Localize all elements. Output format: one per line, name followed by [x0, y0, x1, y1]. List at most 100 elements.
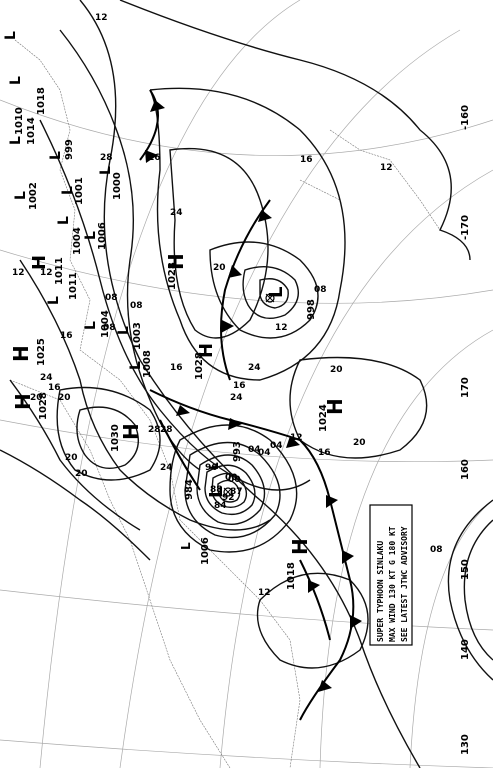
isobar-label: 20: [353, 438, 366, 448]
isobar-label: 20: [30, 393, 43, 403]
advisory-line: MAX WIND 130 KT G 180 KT: [388, 526, 397, 642]
pressure-value: 1011: [54, 257, 65, 285]
isobar-label: 12: [12, 268, 25, 278]
isobar-label: 28: [148, 425, 161, 435]
isobar-label: 16: [170, 363, 183, 373]
low-pressure-symbol: L: [8, 76, 24, 85]
pressure-value: 1018: [36, 87, 47, 115]
lon-label: 130: [460, 734, 471, 755]
pressure-value: 999: [64, 139, 75, 160]
isobar-labels: 12 16 20 24 28 08 04 00 96 92 88 84 87 1…: [12, 13, 443, 598]
high-pressure-symbol: H: [288, 538, 312, 555]
isobar-label: 16: [300, 155, 313, 165]
isobar-label: 16: [318, 448, 331, 458]
pressure-value: 1004: [100, 310, 111, 338]
isobar-label: 24: [170, 208, 183, 218]
low-pressure-symbol: L: [83, 321, 99, 330]
low-pressure-symbol: L: [83, 231, 99, 240]
pressure-value: 1011: [68, 272, 79, 300]
pressure-value: 998: [306, 299, 317, 320]
pressure-value: 1001: [74, 177, 85, 205]
pressure-value: 1028: [167, 262, 178, 290]
high-pressure-symbol: H: [9, 345, 33, 362]
isobar-label: 88: [210, 485, 223, 495]
longitude-labels: -160 -170 170 160 150 140 130: [460, 105, 471, 755]
low-pressure-symbol: L: [8, 136, 24, 145]
isobar-label: 04: [258, 448, 271, 458]
pressure-value: 1000: [112, 172, 123, 200]
pressure-value: 1004: [72, 227, 83, 255]
advisory-line: SUPER TYPHOON SINLAKU: [376, 541, 385, 642]
low-pressure-symbol: L: [48, 151, 64, 160]
advisory-line: SEE LATEST JTWC ADVISORY: [400, 526, 409, 642]
isobar-label: 20: [213, 263, 226, 273]
low-pressure-symbol: L: [128, 361, 144, 370]
pressure-value: 1006: [200, 537, 211, 565]
low-pressure-symbol: L: [207, 462, 221, 470]
lon-label: -160: [460, 105, 471, 130]
pressure-value: 1008: [142, 350, 153, 378]
low-pressure-symbol: L: [206, 487, 227, 498]
low-pressure-symbol: L: [98, 166, 114, 175]
isobar-label: 08: [105, 293, 118, 303]
isobar-label: 08: [103, 323, 116, 333]
fronts: [139, 89, 362, 721]
isobar-label: 08: [430, 545, 443, 555]
pressure-value: 1006: [97, 222, 108, 250]
pressure-value: 1028: [38, 392, 49, 420]
isobar-label: 16: [48, 383, 61, 393]
pressure-value: 1002: [28, 182, 39, 210]
isobar-label: 87: [230, 487, 243, 497]
isobar-label: 20: [58, 393, 71, 403]
isobar-label: 12: [40, 268, 53, 278]
typhoon-advisory-box: SUPER TYPHOON SINLAKU MAX WIND 130 KT G …: [369, 504, 413, 646]
isobar-label: 12: [380, 163, 393, 173]
isobar-label: 12: [258, 588, 271, 598]
isobar-label: 08: [130, 301, 143, 311]
low-pressure-symbol: L: [60, 186, 76, 195]
lon-label: -170: [460, 215, 471, 240]
pressure-value: 1014: [26, 117, 37, 145]
pressure-value: 984: [184, 479, 195, 500]
lon-label: 140: [460, 639, 471, 660]
high-pressure-symbol: H: [119, 423, 143, 440]
isobar-label: 24: [160, 463, 173, 473]
low-pressure-symbol: L: [3, 31, 19, 40]
isobar-label: 24: [40, 373, 53, 383]
isobar-label: 16: [148, 153, 161, 163]
isobar-label: 20: [330, 365, 343, 375]
isobar-label: 00: [228, 475, 241, 485]
high-pressure-symbol: H: [196, 343, 217, 358]
low-pressure-symbol: L: [116, 326, 132, 335]
pressure-value: 1003: [132, 322, 143, 350]
isobar-label: 28: [160, 425, 173, 435]
isobar-label: 04: [270, 441, 283, 451]
pressure-value: 1010: [14, 107, 25, 135]
isobar-label: 04: [248, 445, 261, 455]
pressure-value: 1025: [36, 338, 47, 366]
typhoon-center-icon: [223, 487, 233, 497]
high-pressure-symbol: H: [164, 253, 188, 270]
lon-label: 160: [460, 459, 471, 480]
pressure-value: 993: [232, 441, 243, 462]
isobar-label: 24: [230, 393, 243, 403]
pressure-centers: H 1028 H 1028 H 1030 H 1028 H 1025 H 102…: [3, 31, 347, 590]
high-pressure-symbol: H: [29, 255, 50, 270]
isobar-label: 28: [100, 153, 113, 163]
isobar-label: 08: [314, 285, 327, 295]
isobar-label: 96: [205, 463, 218, 473]
isobar-label: 24: [248, 363, 261, 373]
pressure-value: 1018: [286, 562, 297, 590]
isobar-label: 00: [225, 473, 238, 483]
isobar-label: 16: [60, 331, 73, 341]
isobar-label: 12: [275, 323, 288, 333]
low-pressure-symbol: L: [46, 296, 62, 305]
low-pressure-symbol: L: [179, 542, 193, 550]
isobar-label: 92: [222, 493, 235, 503]
low-pressure-symbol: L: [56, 216, 72, 225]
pressure-value: 1028: [194, 352, 205, 380]
lon-label: 170: [460, 377, 471, 398]
